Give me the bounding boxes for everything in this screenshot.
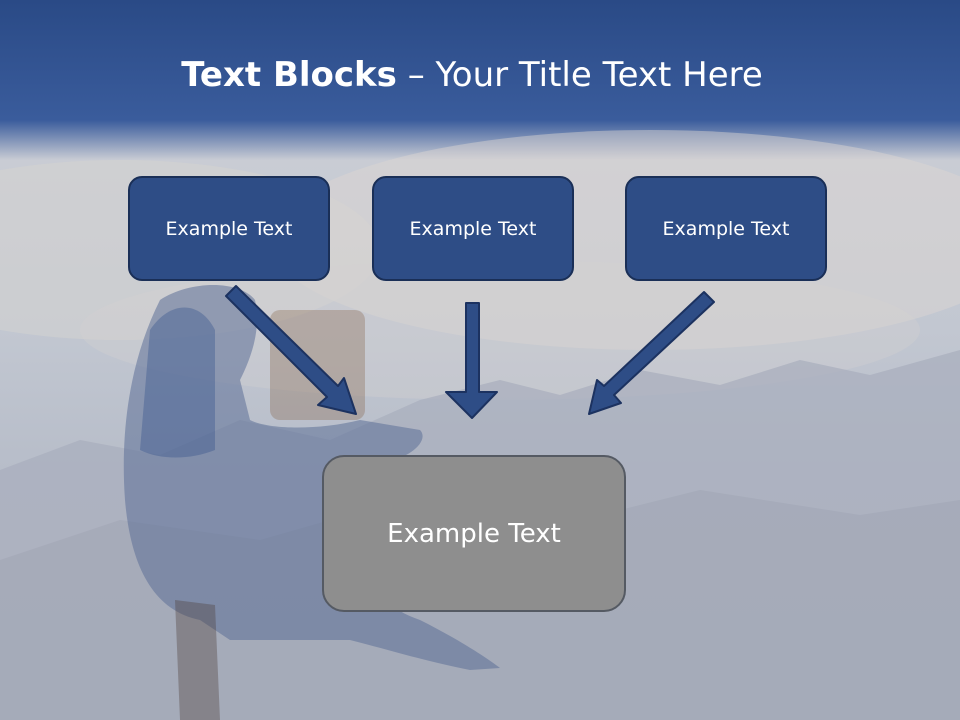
text-block-left[interactable]: Example Text bbox=[128, 176, 330, 281]
text-block-center[interactable]: Example Text bbox=[372, 176, 574, 281]
title-separator: – bbox=[396, 55, 436, 95]
text-block-right[interactable]: Example Text bbox=[625, 176, 827, 281]
slide-title: Text Blocks – Your Title Text Here bbox=[0, 50, 944, 100]
title-rest: Your Title Text Here bbox=[435, 55, 763, 95]
text-block-label: Example Text bbox=[662, 217, 790, 240]
title-bold: Text Blocks bbox=[181, 55, 397, 95]
text-block-label: Example Text bbox=[165, 217, 293, 240]
text-block-label: Example Text bbox=[409, 217, 537, 240]
text-block-bottom[interactable]: Example Text bbox=[322, 455, 626, 612]
text-block-bottom-label: Example Text bbox=[387, 518, 561, 549]
arrow-down-right-icon bbox=[225, 285, 357, 415]
arrow-down-left-icon bbox=[588, 291, 715, 415]
arrow-down-icon bbox=[445, 302, 498, 419]
